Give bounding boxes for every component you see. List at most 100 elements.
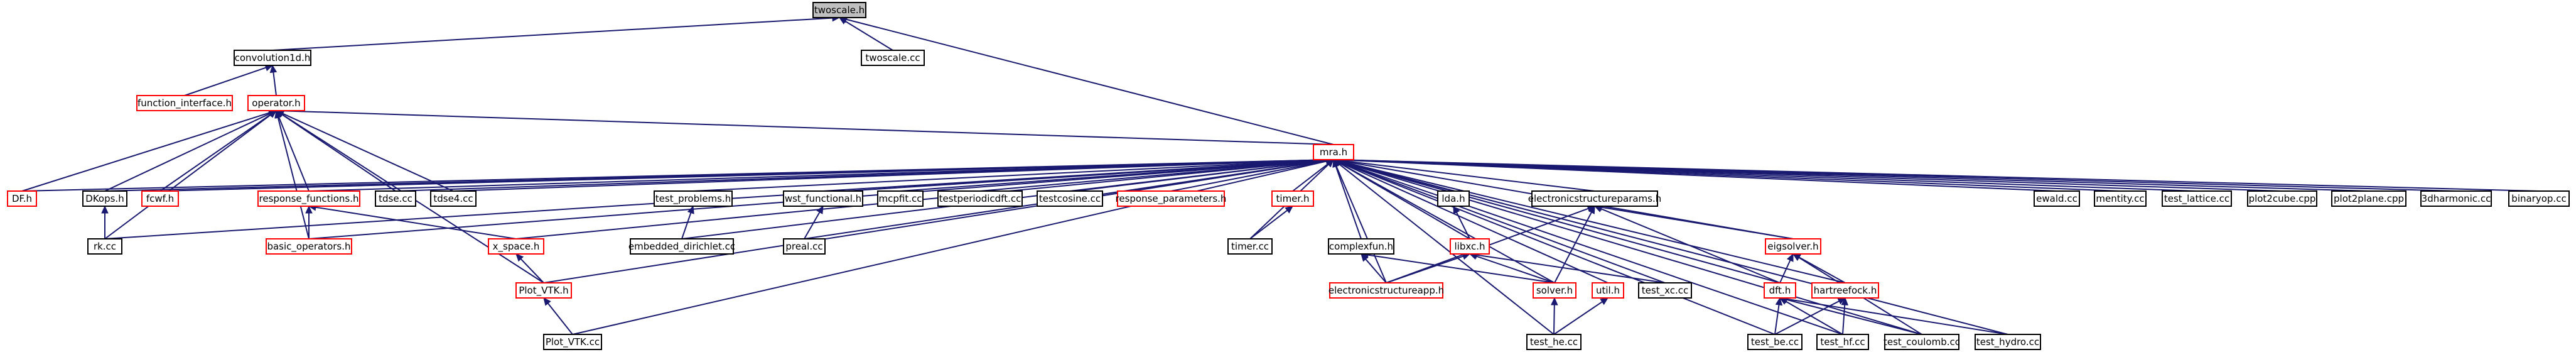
node-label: basic_operators.h — [267, 241, 350, 253]
node-label: complexfun.h — [1329, 241, 1393, 252]
node-timer-cc[interactable]: timer.cc — [1227, 238, 1273, 255]
node-box — [1227, 238, 1273, 255]
edge-test-coulomb-cc-to-mra-h — [1332, 158, 1922, 335]
node-function-interface-h[interactable]: function_interface.h — [136, 95, 233, 111]
edge-tdse4-cc-to-operator-h — [275, 110, 454, 192]
node-basic-operators-h[interactable]: basic_operators.h — [266, 238, 352, 255]
node-test-xc-cc[interactable]: test_xc.cc — [1638, 282, 1692, 299]
node-box — [1638, 282, 1692, 299]
node-test-hf-cc[interactable]: test_hf.cc — [1816, 334, 1869, 350]
edge-test-be-cc-to-dft-h — [1774, 297, 1783, 335]
node-box — [1764, 282, 1796, 299]
node-plot-vtk-cc[interactable]: Plot_VTK.cc — [543, 334, 602, 350]
node-box — [136, 95, 233, 111]
node-electronicstructureparams-h[interactable]: electronicstructureparams.h — [1528, 190, 1662, 207]
node-box — [1884, 334, 1959, 350]
node-libxc-h[interactable]: libxc.h — [1450, 238, 1490, 255]
node-test-coulomb-cc[interactable]: test_coulomb.cc — [1883, 334, 1960, 350]
node-x-space-h[interactable]: x_space.h — [488, 238, 544, 255]
node-tdse-cc[interactable]: tdse.cc — [375, 190, 416, 207]
edge-preal-cc-to-wst-functional-h — [804, 205, 824, 239]
node-box — [2162, 190, 2232, 207]
node-twoscale-h[interactable]: twoscale.h — [812, 2, 866, 18]
dependency-nodes: twoscale.h convolution1d.h twoscale.cc func… — [7, 2, 2570, 350]
node-box — [247, 95, 305, 111]
node-solver-h[interactable]: solver.h — [1533, 282, 1576, 299]
node-response-functions-h[interactable]: response_functions.h — [257, 190, 360, 207]
node-label: plot2cube.cpp — [2249, 193, 2316, 204]
node-df-h[interactable]: DF.h — [7, 190, 37, 207]
node-label: function_interface.h — [137, 97, 232, 109]
node-label: solver.h — [1536, 285, 1573, 296]
edge-timer-cc-to-timer-h — [1249, 206, 1293, 239]
edge-plot-vtk-h-to-x-space-h — [515, 253, 544, 283]
node-box — [2331, 190, 2406, 207]
node-rk-cc[interactable]: rk.cc — [87, 238, 122, 255]
node-box — [861, 50, 925, 66]
node-label: mra.h — [1320, 146, 1347, 158]
node-twoscale-cc[interactable]: twoscale.cc — [861, 50, 925, 66]
node-plot-vtk-h[interactable]: Plot_VTK.h — [515, 282, 572, 299]
node-box — [488, 238, 544, 255]
node-ewald-cc[interactable]: ewald.cc — [2034, 190, 2080, 207]
node-mcpfit-cc[interactable]: mcpfit.cc — [877, 190, 924, 207]
node-label: response_parameters.h — [1116, 193, 1227, 205]
node-wst-functional-h[interactable]: wst_functional.h — [783, 190, 863, 207]
node-lda-h[interactable]: lda.h — [1437, 190, 1470, 207]
node-label: hartreefock.h — [1814, 285, 1877, 296]
node-box — [812, 2, 866, 18]
node-eigsolver-h[interactable]: eigsolver.h — [1765, 238, 1821, 255]
node-response-parameters-h[interactable]: response_parameters.h — [1116, 190, 1227, 207]
node-timer-h[interactable]: timer.h — [1271, 190, 1314, 207]
node-plot2plane-cpp[interactable]: plot2plane.cpp — [2331, 190, 2406, 207]
node-label: tdse.cc — [379, 193, 412, 204]
node-fcwf-h[interactable]: fcwf.h — [141, 190, 179, 207]
edge-plot-vtk-cc-to-plot-vtk-h — [543, 297, 573, 335]
node-mentity-cc[interactable]: mentity.cc — [2094, 190, 2147, 207]
node-testcosine-cc[interactable]: testcosine.cc — [1037, 190, 1103, 207]
node-test-lattice-cc[interactable]: test_lattice.cc — [2162, 190, 2232, 207]
node-embedded-dirichlet-cc[interactable]: embedded_dirichlet.cc — [628, 238, 735, 255]
edge-rk-cc-to-dkops-h — [101, 205, 109, 239]
node-box — [2094, 190, 2147, 207]
node-label: fcwf.h — [146, 193, 174, 204]
node-box — [1328, 238, 1394, 255]
node-test-be-cc[interactable]: test_be.cc — [1747, 334, 1803, 350]
edge-mra-h-to-twoscale-h — [838, 16, 1334, 145]
node-operator-h[interactable]: operator.h — [247, 95, 305, 111]
node-hartreefock-h[interactable]: hartreefock.h — [1811, 282, 1879, 299]
node-plot2cube-cpp[interactable]: plot2cube.cpp — [2247, 190, 2317, 207]
node-3dharmonic-cc[interactable]: 3dharmonic.cc — [2420, 190, 2492, 207]
edge-electronicstructureapp-h-to-complexfun-h — [1361, 253, 1387, 283]
node-complexfun-h[interactable]: complexfun.h — [1328, 238, 1394, 255]
node-box — [141, 190, 179, 207]
node-label: electronicstructureparams.h — [1528, 193, 1662, 204]
dependency-edges — [21, 14, 2540, 335]
node-box — [82, 190, 127, 207]
node-box — [1526, 334, 1582, 350]
node-preal-cc[interactable]: preal.cc — [783, 238, 826, 255]
node-dkops-h[interactable]: DKops.h — [82, 190, 127, 207]
node-label: Plot_VTK.cc — [546, 336, 600, 348]
node-box — [1037, 190, 1103, 207]
node-label: tdse4.cc — [433, 193, 473, 204]
node-util-h[interactable]: util.h — [1592, 282, 1624, 299]
node-testperiodicdft-cc[interactable]: testperiodicdft.cc — [937, 190, 1023, 207]
node-binaryop-cc[interactable]: binaryop.cc — [2508, 190, 2570, 207]
node-electronicstructureapp-h[interactable]: electronicstructureapp.h — [1328, 282, 1444, 299]
node-box — [430, 190, 477, 207]
node-test-he-cc[interactable]: test_he.cc — [1526, 334, 1582, 350]
edge-test-xc-cc-to-libxc-h — [1469, 251, 1666, 283]
node-test-hydro-cc[interactable]: test_hydro.cc — [1975, 334, 2041, 350]
edge-dft-h-to-eigsolver-h — [1779, 253, 1794, 283]
node-convolution1d-h[interactable]: convolution1d.h — [234, 50, 311, 66]
node-label: test_be.cc — [1751, 336, 1799, 348]
node-dft-h[interactable]: dft.h — [1764, 282, 1796, 299]
node-mra-h[interactable]: mra.h — [1313, 144, 1354, 160]
node-label: x_space.h — [493, 241, 540, 253]
node-label: test_hf.cc — [1820, 336, 1865, 348]
node-box — [630, 238, 734, 255]
node-test-problems-h[interactable]: test_problems.h — [654, 190, 733, 207]
node-box — [1437, 190, 1470, 207]
node-tdse4-cc[interactable]: tdse4.cc — [430, 190, 477, 207]
